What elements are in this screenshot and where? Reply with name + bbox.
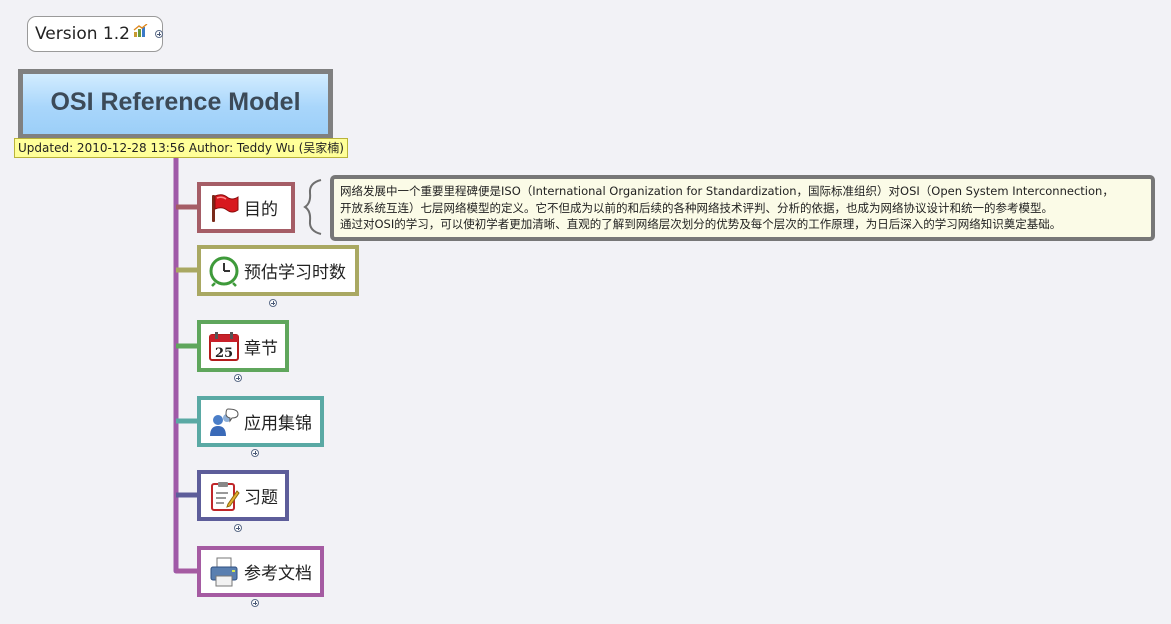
topic-applications[interactable]: 应用集锦 (197, 396, 324, 447)
alarm-clock-icon (208, 255, 240, 287)
topic-applications-label: 应用集锦 (244, 414, 312, 434)
users-chat-icon (208, 406, 240, 438)
topic-references-expand-button[interactable] (251, 599, 259, 607)
topic-applications-expand-button[interactable] (251, 449, 259, 457)
central-topic-label: Updated: 2010-12-28 13:56 Author: Teddy … (14, 138, 348, 158)
topic-chapters[interactable]: 25 章节 (197, 320, 289, 372)
callout-line: 网络发展中一个重要里程碑便是ISO（International Organiza… (340, 184, 1114, 198)
bar-chart-icon (133, 22, 149, 42)
topic-exercises-expand-button[interactable] (234, 524, 242, 532)
callout-line: 开放系统互连）七层网络模型的定义。它不但成为以前的和后续的各种网络技术评判、分析… (340, 200, 1053, 215)
red-flag-icon (208, 192, 240, 224)
topic-chapters-label: 章节 (244, 338, 278, 359)
callout-line: 通过对OSI的学习，可以使初学者更加清晰、直观的了解到网络层次划分的优势及每个层… (340, 217, 1062, 231)
version-label: Version 1.2 (35, 24, 130, 44)
topic-exercises[interactable]: 习题 (197, 470, 289, 521)
topic-chapters-expand-button[interactable] (234, 374, 242, 382)
topic-purpose-label: 目的 (244, 200, 278, 220)
topic-study-hours[interactable]: 预估学习时数 (197, 245, 359, 296)
topic-references[interactable]: 参考文档 (197, 546, 324, 597)
central-topic[interactable]: OSI Reference Model (18, 69, 333, 139)
central-topic-title: OSI Reference Model (50, 88, 301, 116)
callout-brace (303, 179, 322, 235)
svg-text:25: 25 (215, 346, 233, 361)
purpose-description-callout: 网络发展中一个重要里程碑便是ISO（International Organiza… (330, 175, 1155, 241)
topic-references-label: 参考文档 (244, 564, 312, 584)
topic-study-hours-label: 预估学习时数 (244, 263, 346, 283)
topic-purpose[interactable]: 目的 (197, 182, 295, 233)
version-topic[interactable]: Version 1.2 (27, 16, 163, 52)
printer-icon (208, 556, 240, 588)
topic-study-hours-expand-button[interactable] (269, 299, 277, 307)
version-expand-button[interactable] (155, 30, 163, 38)
calendar-icon: 25 (208, 330, 240, 362)
topic-exercises-label: 习题 (244, 488, 278, 508)
clipboard-edit-icon (208, 480, 240, 512)
